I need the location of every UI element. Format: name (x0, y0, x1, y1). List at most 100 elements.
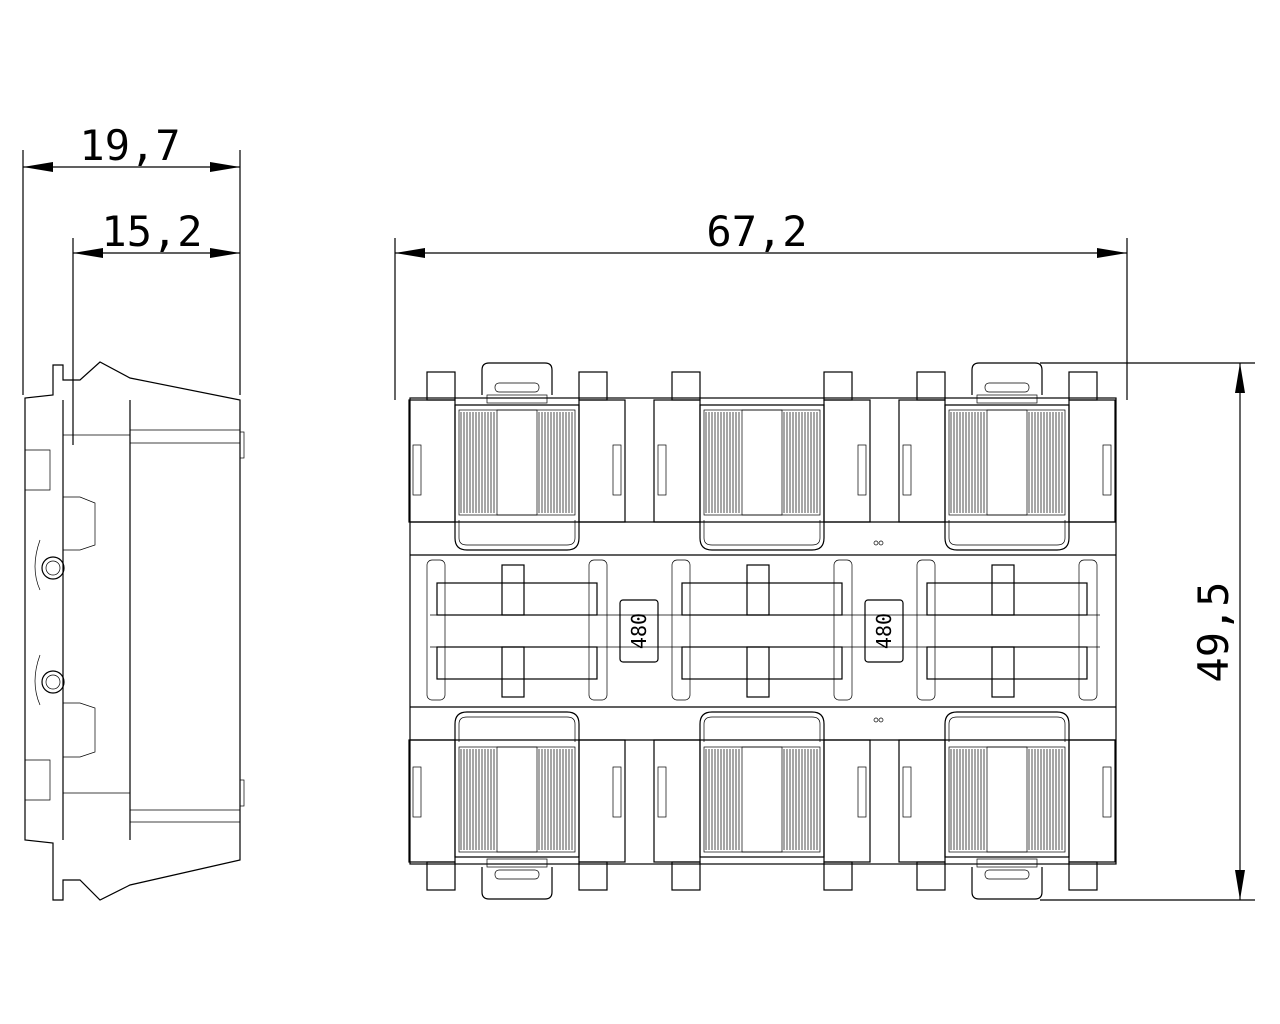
release-tab-slot (984, 382, 1030, 393)
release-tab-slot (984, 869, 1030, 880)
latch-slot (657, 766, 667, 818)
post (1068, 861, 1098, 891)
coil-housing (944, 404, 1070, 551)
pin-hole (873, 540, 879, 546)
side-block (408, 739, 456, 863)
coil-core (986, 409, 1028, 516)
dimension-body-depth: 15,2 (72, 207, 240, 445)
post (1068, 371, 1098, 401)
connector-slot (746, 646, 770, 698)
release-tab (971, 362, 1043, 395)
coil-base (948, 716, 1066, 742)
connector-slot (991, 646, 1015, 698)
latch-slot (857, 766, 867, 818)
coil-housing (699, 404, 825, 551)
part-marking-right: 480 (864, 599, 904, 663)
coil-winding (703, 409, 821, 516)
bridge (681, 646, 843, 680)
pin-hole (878, 717, 884, 723)
post (823, 861, 853, 891)
side-block (823, 739, 871, 863)
dimension-height: 49,5 (1040, 362, 1255, 901)
side-block (898, 739, 946, 863)
coil-base (458, 520, 576, 546)
side-block (1068, 739, 1116, 863)
coil-module (408, 362, 626, 551)
latch-slot (412, 444, 422, 496)
coil-housing (454, 711, 580, 858)
release-tab-base (486, 858, 548, 868)
coil-module (653, 371, 871, 551)
post (671, 371, 701, 401)
latch-slot (902, 766, 912, 818)
coil-base (703, 716, 821, 742)
coil-base (703, 520, 821, 546)
post (916, 861, 946, 891)
latch-slot (1102, 444, 1112, 496)
post (578, 861, 608, 891)
coil-housing (944, 711, 1070, 858)
post (426, 861, 456, 891)
coil-core (741, 409, 783, 516)
part-marking-left: 480 (619, 599, 659, 663)
release-tab-base (976, 858, 1038, 868)
release-tab (971, 867, 1043, 900)
latch-slot (657, 444, 667, 496)
side-block (578, 739, 626, 863)
coil-base (948, 520, 1066, 546)
contact-spring (916, 559, 936, 701)
post (671, 861, 701, 891)
bridge (436, 582, 598, 616)
connector-slot (501, 564, 525, 616)
side-block (578, 399, 626, 523)
post (578, 371, 608, 401)
side-block (898, 399, 946, 523)
part-marking-text: 480 (872, 613, 896, 649)
dimension-label-body-depth: 15,2 (101, 207, 202, 256)
connector-slot (991, 564, 1015, 616)
connector-slot (746, 564, 770, 616)
coil-core (986, 746, 1028, 853)
dimension-width: 67,2 (394, 207, 1128, 400)
latch-slot (412, 766, 422, 818)
side-block (653, 399, 701, 523)
release-tab (481, 867, 553, 900)
post (823, 371, 853, 401)
coil-core (496, 746, 538, 853)
pin-hole (878, 540, 884, 546)
front-view: 480 480 (408, 362, 1117, 900)
coil-winding (458, 409, 576, 516)
contact-spring (426, 559, 446, 701)
side-block (653, 739, 701, 863)
contact-spring (588, 559, 608, 701)
side-block (823, 399, 871, 523)
coil-core (496, 409, 538, 516)
bridge (681, 582, 843, 616)
pin-hole (873, 717, 879, 723)
post (916, 371, 946, 401)
coil-module (898, 362, 1116, 551)
bridge (926, 582, 1088, 616)
latch-slot (612, 766, 622, 818)
part-marking-text: 480 (627, 613, 651, 649)
coil-base (458, 716, 576, 742)
contact-spring (833, 559, 853, 701)
side-view (24, 361, 245, 901)
coil-housing (454, 404, 580, 551)
side-block (408, 399, 456, 523)
dimension-overall-depth: 19,7 (22, 121, 241, 395)
latch-slot (902, 444, 912, 496)
coil-winding (458, 746, 576, 853)
coil-module (653, 711, 871, 891)
latch-slot (612, 444, 622, 496)
latch-slot (857, 444, 867, 496)
side-block (1068, 399, 1116, 523)
dimension-label-overall-depth: 19,7 (79, 121, 180, 170)
bridge (436, 646, 598, 680)
dimension-label-width: 67,2 (706, 207, 807, 256)
coil-winding (948, 409, 1066, 516)
coil-modules (408, 362, 1116, 900)
contact-spring (671, 559, 691, 701)
release-tab-base (486, 394, 548, 404)
